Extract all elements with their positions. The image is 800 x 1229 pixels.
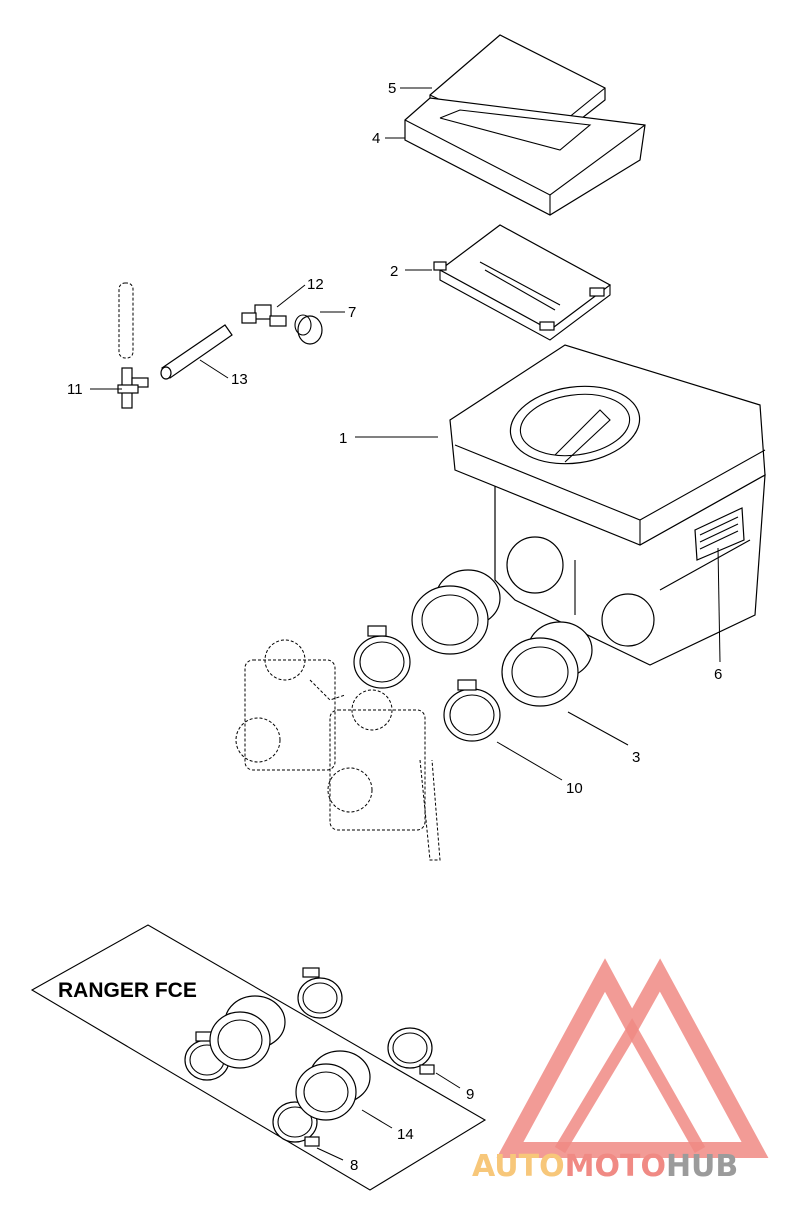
callout-9: 9 (466, 1086, 474, 1103)
carburetors-phantom (235, 639, 441, 861)
filter-frame-part-4 (404, 97, 646, 216)
callout-2: 2 (390, 263, 398, 280)
callout-10: 10 (566, 780, 583, 797)
inset-title: RANGER FCE (58, 979, 197, 1002)
callout-8: 8 (350, 1157, 358, 1174)
callout-1: 1 (339, 430, 347, 447)
callout-14: 14 (397, 1126, 414, 1143)
callout-5: 5 (388, 80, 396, 97)
logo-triangle-icon (496, 958, 769, 1158)
automotohub-watermark: AUTOMOTOHUB (472, 958, 769, 1184)
callout-6: 6 (714, 666, 722, 683)
logo-text-hub: HUB (666, 1149, 738, 1184)
clamps-part-10 (353, 625, 501, 742)
callout-3: 3 (632, 749, 640, 766)
svg-text:AUTOMOTOHUB: AUTOMOTOHUB (472, 1149, 738, 1184)
callout-11: 11 (67, 381, 83, 398)
callout-13: 13 (231, 371, 248, 388)
ranger-fce-inset: RANGER FCE (30, 924, 487, 1191)
leader-lines (90, 87, 721, 781)
logo-text-auto: AUTO (472, 1149, 565, 1184)
callout-4: 4 (372, 130, 380, 147)
plate-part-2 (433, 224, 612, 341)
callout-12: 12 (307, 276, 324, 293)
callout-labels: 1 2 3 4 5 6 7 8 9 10 11 12 13 14 (67, 80, 722, 1174)
boots-part-3 (411, 569, 593, 707)
airbox-part-1 (449, 344, 766, 666)
fittings-parts (117, 282, 323, 409)
logo-text-moto: MOTO (565, 1149, 666, 1184)
callout-7: 7 (348, 304, 356, 321)
